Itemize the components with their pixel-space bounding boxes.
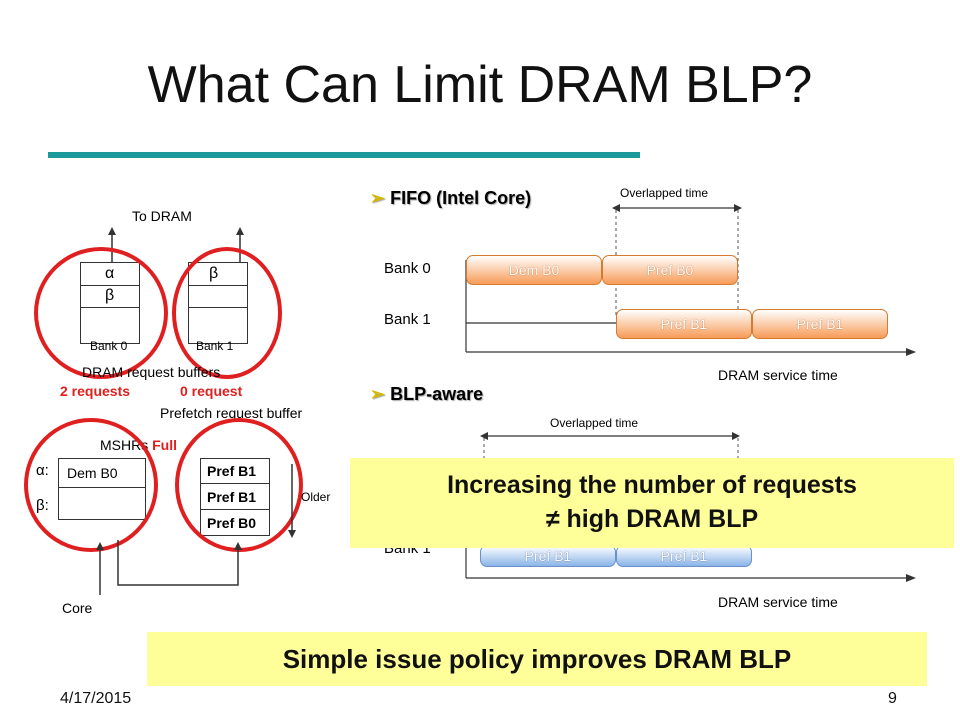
blp-overlapped-label: Overlapped time	[550, 416, 639, 430]
to-dram-label: To DRAM	[132, 208, 192, 224]
core-connectors	[96, 540, 242, 595]
mshr-highlight-circle	[24, 418, 158, 552]
blp-overlap-marker	[480, 432, 740, 466]
slide-date: 4/17/2015	[60, 690, 132, 707]
blp-bank1-request: Pref B1	[616, 545, 752, 567]
prefetch-buffer-label: Prefetch request buffer	[160, 405, 303, 421]
blp-bank1-request: Pref B1	[480, 545, 616, 567]
older-arrow	[288, 464, 296, 538]
bullet-icon: ➢	[370, 384, 386, 404]
fifo-overlapped-label: Overlapped time	[620, 186, 709, 200]
page-number: 9	[888, 690, 897, 707]
bank0-highlight-ellipse	[34, 247, 168, 379]
bank1-request-count: 0 request	[180, 383, 243, 399]
callout-line1: Increasing the number of requests	[447, 471, 857, 499]
bullet-icon: ➢	[370, 188, 386, 208]
older-label: Older	[301, 490, 331, 504]
blp-axis-label: DRAM service time	[718, 594, 838, 610]
core-label: Core	[62, 600, 93, 616]
fifo-bank1-request: Pref B1	[752, 309, 888, 339]
simple-issue-callout: Simple issue policy improves DRAM BLP	[147, 632, 927, 686]
fifo-heading-group: ➢ FIFO (Intel Core)	[370, 188, 531, 209]
fifo-heading: FIFO (Intel Core)	[390, 188, 532, 208]
fifo-bank0-label: Bank 0	[384, 260, 431, 277]
fifo-bank1-label: Bank 1	[384, 311, 431, 328]
fifo-bank0-request: Dem B0	[466, 255, 602, 285]
title-underline	[48, 152, 640, 158]
callout-line2: ≠ high DRAM BLP	[545, 505, 759, 533]
bank1-highlight-ellipse	[172, 247, 282, 379]
increasing-requests-callout: Increasing the number of requests ≠ high…	[350, 458, 954, 548]
blp-heading: BLP-aware	[390, 384, 484, 404]
simple-issue-text: Simple issue policy improves DRAM BLP	[282, 644, 792, 674]
dram-request-buffers-label: DRAM request buffers	[82, 364, 221, 380]
slide-title: What Can Limit DRAM BLP?	[147, 56, 813, 114]
bank0-request-count: 2 requests	[60, 383, 131, 399]
fifo-overlap-marker	[612, 204, 742, 318]
fifo-axis-label: DRAM service time	[718, 367, 838, 383]
blp-heading-group: ➢ BLP-aware	[370, 384, 483, 405]
fifo-bank0-request: Pref B0	[602, 255, 738, 285]
mshrs-full-label: Full	[152, 437, 178, 453]
fifo-bank1-request: Pref B1	[616, 309, 752, 339]
